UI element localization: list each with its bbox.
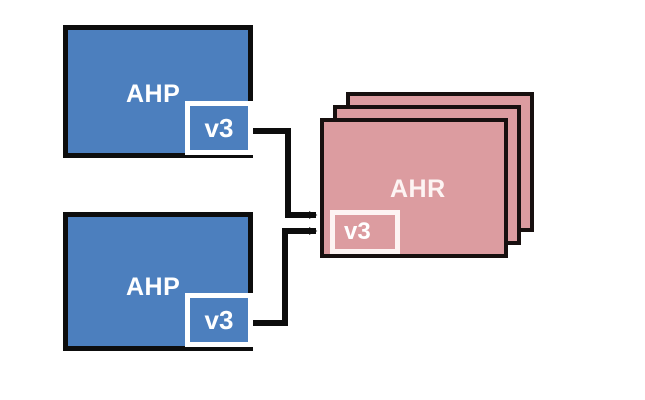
- ahp-box-bottom[interactable]: AHP v3: [63, 212, 253, 351]
- connector-top-path: [250, 128, 318, 219]
- ahp-box-top[interactable]: AHP v3: [63, 25, 253, 158]
- ahp-top-version-tag: v3: [185, 101, 253, 155]
- ahr-panel-front[interactable]: AHR v3: [320, 118, 508, 258]
- ahp-bottom-version-tag: v3: [185, 293, 253, 347]
- connector-bottom-path: [250, 227, 318, 326]
- ahr-version-tag: v3: [330, 210, 400, 254]
- ahr-label: AHR: [390, 175, 446, 203]
- ahp-bottom-label: AHP: [126, 273, 181, 301]
- ahp-top-label: AHP: [126, 80, 181, 108]
